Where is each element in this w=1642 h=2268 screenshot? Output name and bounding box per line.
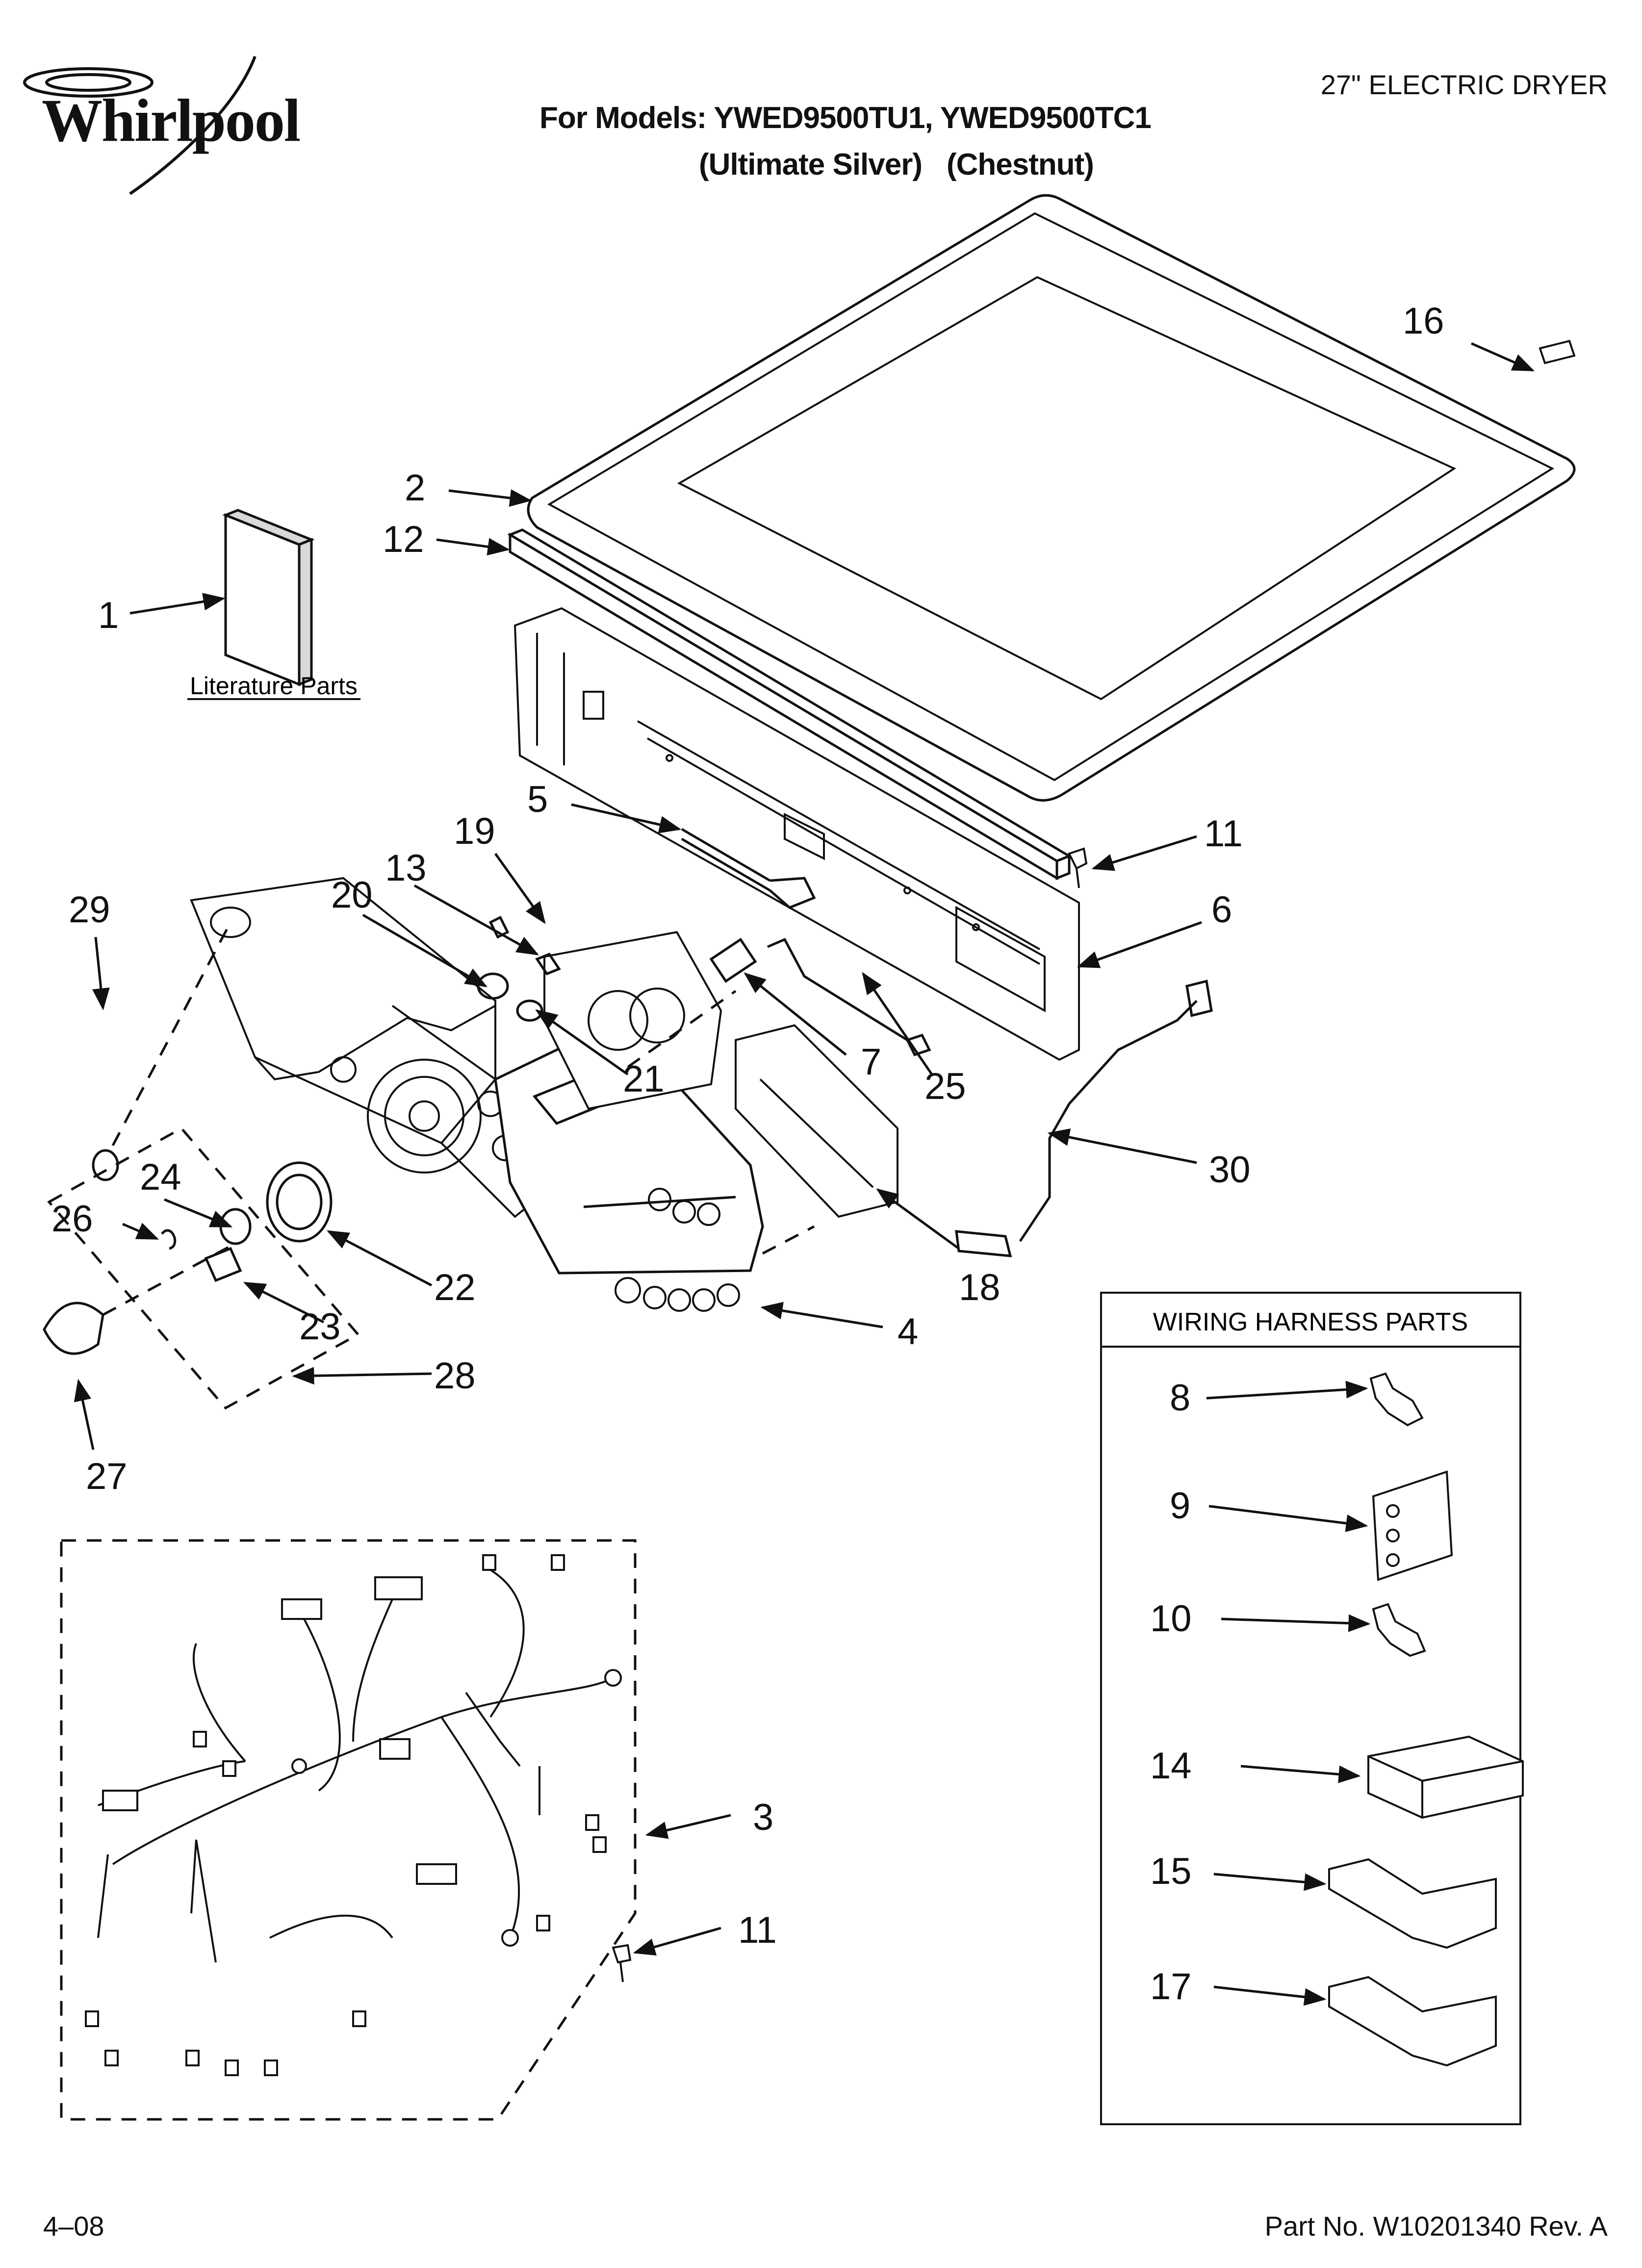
callout-21: 21	[623, 1058, 665, 1100]
callout-10: 10	[1150, 1598, 1192, 1640]
part-number: Part No. W10201340 Rev. A	[1264, 2211, 1608, 2242]
print-date: 4–08	[43, 2211, 104, 2242]
literature-parts-label: Literature Parts	[190, 672, 358, 700]
callout-28: 28	[434, 1355, 476, 1397]
callout-3: 3	[753, 1797, 773, 1838]
callout-13: 13	[385, 847, 427, 889]
callout-12: 12	[383, 519, 424, 560]
leader-arrows	[74, 342, 1535, 2006]
callout-17: 17	[1150, 1966, 1192, 2007]
top-cover	[527, 194, 1576, 802]
callout-11-bottom: 11	[738, 1909, 777, 1951]
callout-25: 25	[924, 1066, 966, 1107]
brand-logo: Whirlpool	[42, 87, 301, 154]
harness-25	[767, 938, 931, 1057]
callout-22: 22	[434, 1267, 476, 1308]
brand-swoosh	[23, 55, 257, 195]
callout-5: 5	[527, 779, 548, 820]
screws	[612, 339, 1576, 1982]
callout-19: 19	[454, 810, 495, 852]
wiring-harness-parts-box	[1100, 1292, 1521, 2125]
callout-16: 16	[1403, 300, 1444, 342]
finish-label-chestnut: (Chestnut)	[947, 148, 1094, 182]
console-front-buttons	[615, 1188, 740, 1312]
finish-label-silver: (Ultimate Silver)	[699, 148, 923, 182]
harness-connectors	[85, 1554, 622, 2076]
wiring-harness-parts-title: WIRING HARNESS PARTS	[1153, 1308, 1468, 1336]
callout-8: 8	[1170, 1377, 1190, 1419]
callout-15: 15	[1150, 1851, 1192, 1892]
trim-strip	[507, 528, 1072, 881]
callout-6: 6	[1211, 889, 1232, 931]
callout-23: 23	[299, 1306, 341, 1348]
callout-24: 24	[140, 1156, 181, 1198]
callout-30: 30	[1209, 1149, 1251, 1191]
harness-30	[955, 979, 1213, 1257]
callout-29: 29	[69, 889, 110, 931]
callout-27: 27	[86, 1456, 128, 1497]
harness-7	[709, 938, 757, 983]
models-line: For Models: YWED9500TU1, YWED9500TC1	[539, 101, 1152, 135]
document-type: 27" ELECTRIC DRYER	[1320, 69, 1608, 100]
callouts: 1 2 12 16 5 11 6 19 13 20 29 21 7 25 30 …	[51, 300, 1444, 2007]
main-wire-harness	[97, 1569, 614, 1963]
callout-26: 26	[51, 1198, 93, 1240]
callout-1: 1	[98, 595, 119, 636]
callout-20: 20	[331, 874, 373, 916]
harness-box-parts	[1328, 1372, 1524, 2067]
literature-parts	[222, 509, 315, 686]
callout-11-top: 11	[1204, 813, 1243, 855]
console-bracket	[513, 607, 1080, 1061]
callout-9: 9	[1170, 1485, 1190, 1527]
callout-4: 4	[898, 1311, 918, 1353]
harness-clip	[681, 828, 816, 909]
callout-14: 14	[1150, 1745, 1192, 1787]
console-back-panel	[190, 877, 565, 1218]
callout-18: 18	[959, 1267, 1001, 1308]
callout-2: 2	[405, 467, 425, 509]
dashed-outlines	[47, 921, 815, 2121]
callout-7: 7	[861, 1041, 881, 1083]
